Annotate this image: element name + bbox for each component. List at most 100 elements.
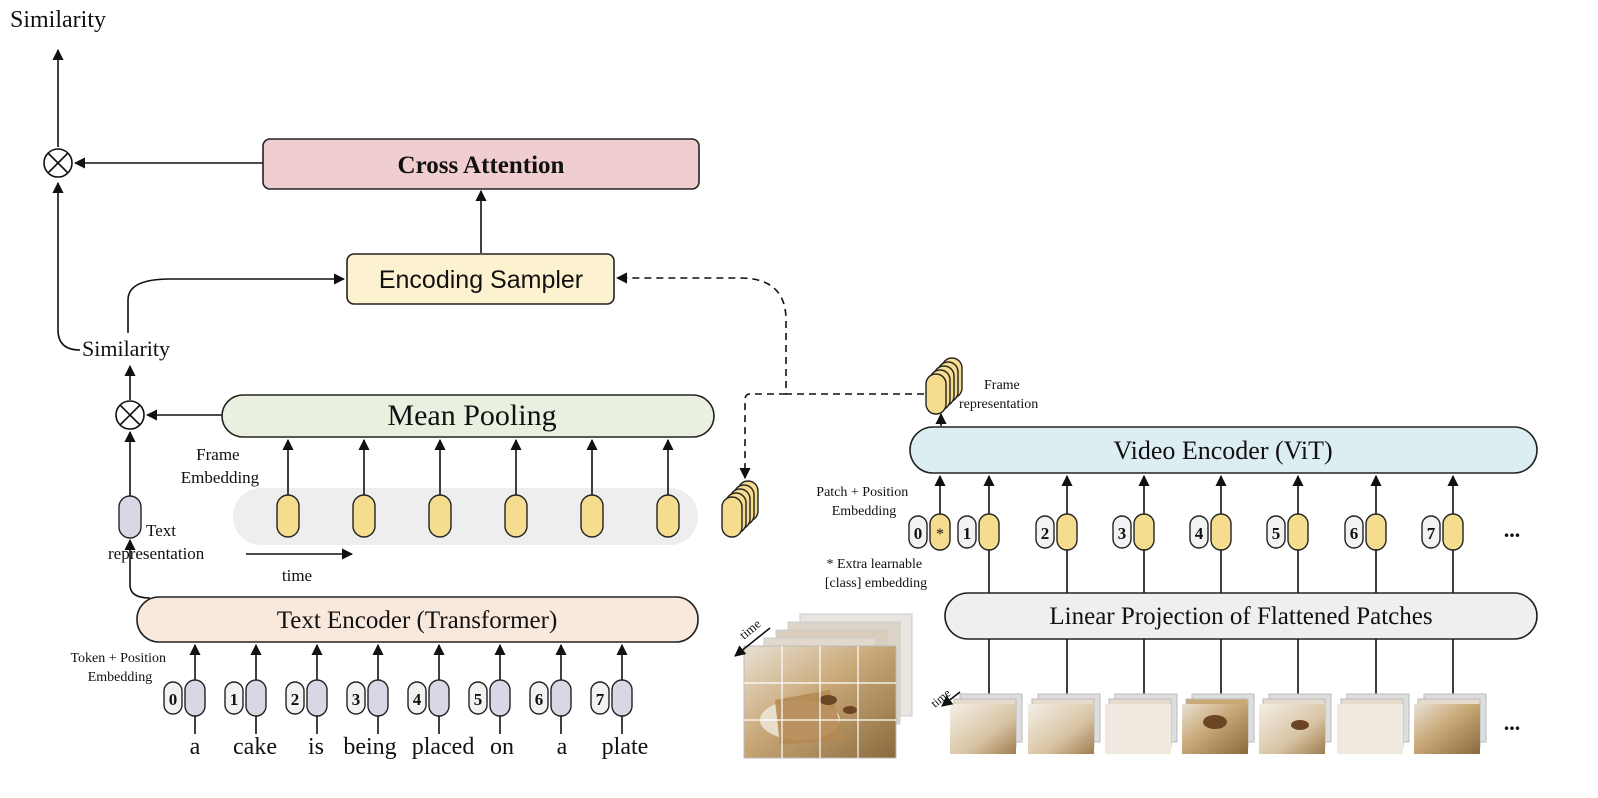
word: plate xyxy=(602,734,649,760)
patch-images xyxy=(950,693,1487,754)
word: placed xyxy=(412,734,475,760)
arrow-similarity-to-multiply xyxy=(52,181,81,351)
patch-index: 0 xyxy=(914,524,923,543)
frame-pill xyxy=(352,438,376,538)
patch-image xyxy=(950,693,1023,754)
class-token xyxy=(908,474,951,551)
patch-ellipsis: ... xyxy=(1504,517,1521,542)
top-similarity-label: Similarity xyxy=(10,7,106,33)
frame-representation-stack xyxy=(925,357,963,415)
word: a xyxy=(190,734,201,760)
video-encoder-label: Video Encoder (ViT) xyxy=(1113,436,1332,465)
word: on xyxy=(490,734,514,760)
token-2 xyxy=(285,643,328,734)
dashed-arrow-to-frames xyxy=(739,393,786,480)
token-index-labels: 0 1 2 3 4 5 6 7 xyxy=(169,690,605,709)
top-multiply-node xyxy=(43,148,73,178)
arrow-encoder-to-text-rep xyxy=(124,538,151,599)
token-index: 0 xyxy=(169,690,178,709)
video-frames-image xyxy=(743,613,913,759)
token-index: 2 xyxy=(291,690,300,709)
cross-attention-box xyxy=(262,138,700,190)
token-embeddings xyxy=(163,643,633,734)
patch-position-label: Patch + Position Embedding xyxy=(816,485,911,519)
caption-words: a cake is being placed on a plate xyxy=(190,734,649,760)
token-index: 7 xyxy=(596,690,605,709)
patch-index: 4 xyxy=(1195,524,1204,543)
patch-input-lines xyxy=(988,639,1454,696)
patch-7 xyxy=(1421,474,1464,593)
mean-pooling-label: Mean Pooling xyxy=(387,399,556,432)
patch-5 xyxy=(1266,474,1309,593)
patch-image xyxy=(1182,693,1255,754)
patch-3 xyxy=(1112,474,1155,593)
patch-index: 7 xyxy=(1427,524,1436,543)
token-index: 4 xyxy=(413,690,422,709)
patch-index: 5 xyxy=(1272,524,1281,543)
dashed-arrow-to-sampler xyxy=(615,272,924,395)
text-representation-pill xyxy=(118,495,142,539)
stacked-frame-embeddings xyxy=(721,480,759,538)
time-label-diagonal: time xyxy=(736,616,764,642)
linear-projection-label: Linear Projection of Flattened Patches xyxy=(1049,603,1432,630)
patch-index: 6 xyxy=(1350,524,1359,543)
token-5 xyxy=(468,643,511,734)
extra-class-note: * Extra learnable [class] embedding xyxy=(825,557,927,591)
mid-similarity-label: Similarity xyxy=(82,336,170,361)
time-arrow-diagonal xyxy=(734,627,771,657)
frame-pill xyxy=(656,438,680,538)
token-3 xyxy=(346,643,389,734)
frame-pill xyxy=(428,438,452,538)
patch-4 xyxy=(1189,474,1232,593)
word: cake xyxy=(233,734,277,760)
encoding-sampler-box xyxy=(346,253,615,305)
token-6 xyxy=(529,643,572,734)
patch-image xyxy=(1414,693,1487,754)
token-index: 5 xyxy=(474,690,483,709)
patch-index: 3 xyxy=(1118,524,1127,543)
video-encoder-box xyxy=(909,426,1538,474)
encoding-sampler-label: Encoding Sampler xyxy=(379,266,583,294)
word: is xyxy=(308,734,324,760)
word: a xyxy=(557,734,568,760)
frame-pill xyxy=(276,438,300,538)
word: being xyxy=(343,734,396,760)
token-position-label: Token + Position Embedding xyxy=(70,651,169,685)
patch-image xyxy=(1259,693,1332,754)
frame-representation-label: Frame representation xyxy=(959,378,1038,412)
patch-index: 2 xyxy=(1041,524,1050,543)
token-0 xyxy=(163,643,206,734)
token-4 xyxy=(407,643,450,734)
patch-image xyxy=(1028,693,1101,754)
patch-index: 1 xyxy=(963,524,972,543)
token-index: 6 xyxy=(535,690,544,709)
token-index: 1 xyxy=(230,690,239,709)
frame-embedding-label: Frame Embedding xyxy=(181,445,260,487)
mid-multiply-node xyxy=(115,400,145,430)
token-index: 3 xyxy=(352,690,361,709)
time-label-patches: time xyxy=(928,686,953,710)
arrow-similarity-to-sampler xyxy=(127,273,346,333)
frame-embedding-pills xyxy=(276,438,680,538)
time-label: time xyxy=(282,566,312,585)
patch-2 xyxy=(1035,474,1078,593)
frame-embedding-band xyxy=(233,488,698,545)
frame-pill xyxy=(504,438,528,538)
patch-image xyxy=(1337,693,1410,754)
patch-6 xyxy=(1344,474,1387,593)
time-arrow-patches xyxy=(941,691,961,707)
text-encoder-label: Text Encoder (Transformer) xyxy=(277,607,558,634)
patch-embeddings xyxy=(908,474,1464,593)
token-1 xyxy=(224,643,267,734)
patch-1 xyxy=(957,474,1000,593)
cross-attention-label: Cross Attention xyxy=(398,152,565,179)
patch-index-labels: 0 1 2 3 4 5 6 7 xyxy=(914,524,1436,543)
text-encoder-box xyxy=(136,596,699,643)
image-ellipsis: ... xyxy=(1504,710,1521,735)
class-token-mark: * xyxy=(936,526,944,543)
token-7 xyxy=(590,643,633,734)
mean-pooling-box xyxy=(221,394,715,438)
frame-pill xyxy=(580,438,604,538)
patch-image xyxy=(1105,693,1178,754)
